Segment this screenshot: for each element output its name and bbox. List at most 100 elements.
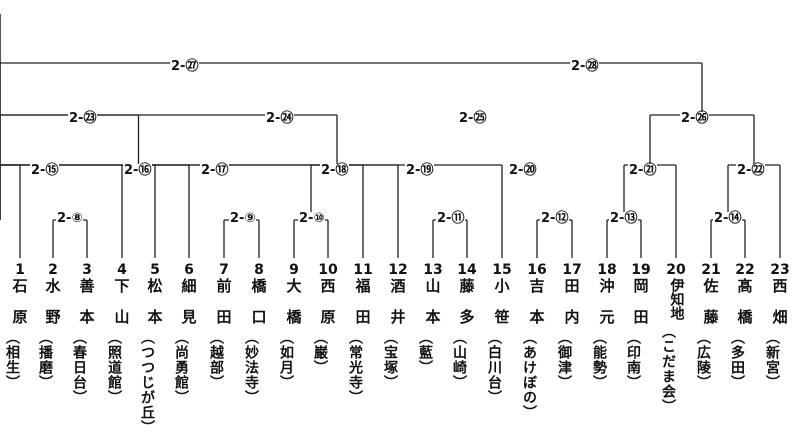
player-name: 田内 — [556, 278, 588, 326]
player-name: 福田 — [347, 278, 379, 326]
player-name: 善本 — [71, 278, 103, 326]
player-school: （播磨） — [37, 330, 53, 390]
player-name-char: 山 — [425, 277, 441, 295]
player-name-char: 松 — [147, 277, 163, 295]
match-label: 2-㉒ — [736, 164, 766, 178]
match-round: 2- — [31, 163, 46, 178]
player-name-char: 沖 — [599, 277, 615, 295]
player-school: （如月） — [278, 330, 294, 390]
player-school: （巌） — [312, 330, 328, 375]
player-number: 14 — [457, 262, 477, 278]
player-name-char: 原 — [320, 308, 336, 326]
player-name-char: 西 — [772, 277, 788, 295]
player-name-char: 元 — [599, 308, 615, 326]
match-number: ⑲ — [420, 163, 434, 178]
player-name-char: 善 — [79, 277, 95, 295]
player-school: （多田） — [729, 330, 745, 390]
match-number: ⑱ — [335, 163, 349, 178]
match-round: 2- — [321, 163, 336, 178]
match-number: ㉗ — [185, 59, 199, 74]
player-name-char: 野 — [45, 308, 61, 326]
player-number: 3 — [82, 262, 92, 278]
player-name-char: 橋 — [286, 308, 302, 326]
player-name-char: 吉 — [529, 277, 545, 295]
match-number: ㉑ — [643, 163, 657, 178]
match-round: 2- — [171, 59, 186, 74]
player-school: （白川台） — [486, 330, 502, 405]
player-name: 細見 — [173, 278, 205, 326]
match-label: 2-⑫ — [540, 211, 570, 226]
match-round: 2- — [714, 211, 729, 226]
player-name: 下山 — [106, 278, 138, 326]
player-number: 7 — [219, 262, 229, 278]
player-name: 佐藤 — [695, 278, 727, 326]
player-school: （こだま会） — [660, 324, 676, 414]
match-number: ⑳ — [523, 163, 537, 178]
match-round: 2- — [509, 163, 524, 178]
match-number: ⑨ — [244, 211, 256, 226]
player-name-char: 見 — [181, 308, 197, 326]
match-number: ⑬ — [624, 211, 638, 226]
player-name: 沖元 — [591, 278, 623, 326]
match-round: 2- — [610, 211, 625, 226]
player-school: （春日台） — [71, 330, 87, 405]
player-name-char: 笹 — [494, 308, 510, 326]
player-school: （御津） — [556, 330, 572, 390]
player-name-char: 前 — [216, 277, 232, 295]
player-number: 13 — [423, 262, 443, 278]
match-round: 2- — [571, 59, 586, 74]
match-round: 2- — [69, 111, 84, 126]
match-label: 2-⑰ — [200, 164, 230, 178]
player-name-char: 井 — [390, 308, 406, 326]
player-number: 10 — [318, 262, 338, 278]
player-number: 9 — [289, 262, 299, 278]
match-round: 2- — [629, 163, 644, 178]
match-number: ⑫ — [555, 211, 569, 226]
player-name: 大橋 — [278, 278, 310, 326]
player-name-char: 田 — [564, 277, 580, 295]
match-number: ⑧ — [71, 211, 83, 226]
player-name: 岡田 — [625, 278, 657, 326]
match-number: ⑯ — [138, 163, 152, 178]
player-school: （あけぼの） — [521, 330, 537, 420]
player-name: 小笹 — [486, 278, 518, 326]
match-number: ㉓ — [83, 111, 97, 126]
player-name: 山本 — [417, 278, 449, 326]
player-name-char: 下 — [114, 277, 130, 295]
player-name-char: 多 — [459, 308, 475, 326]
player-name-char: 佐 — [703, 277, 719, 295]
match-label: 2-⑳ — [508, 163, 538, 178]
match-number: ㉔ — [280, 111, 294, 126]
player-name: 松本 — [139, 278, 171, 326]
match-round: 2- — [266, 111, 281, 126]
match-label: 2-⑯ — [123, 163, 153, 178]
match-label: 2-㉗ — [170, 59, 200, 74]
match-label: 2-㉑ — [628, 163, 658, 178]
player-name-char: 西 — [320, 277, 336, 295]
player-number: 12 — [388, 262, 408, 278]
player-name-char: 本 — [79, 308, 95, 326]
player-name-char: 原 — [12, 308, 28, 326]
player-name: 吉本 — [521, 278, 553, 326]
player-name-char: 田 — [355, 308, 371, 326]
player-name-char: 内 — [564, 308, 580, 326]
player-number: 19 — [631, 262, 651, 278]
player-number: 17 — [562, 262, 582, 278]
player-name-char: 髙 — [737, 277, 753, 295]
match-round: 2- — [299, 211, 314, 226]
